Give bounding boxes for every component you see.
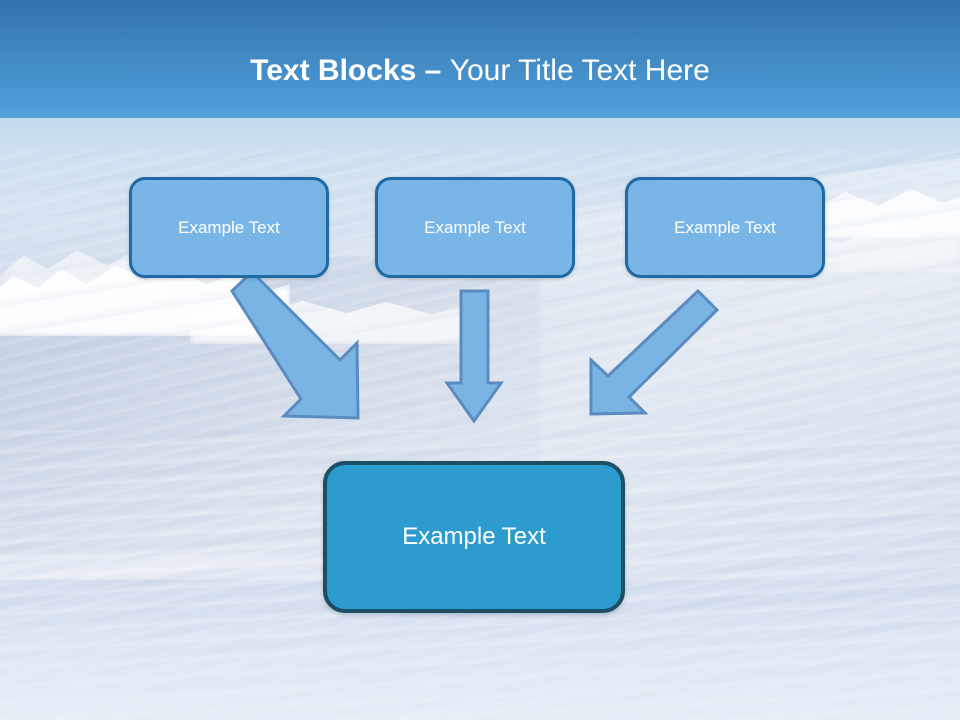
slide-title-separator: – <box>424 54 450 87</box>
text-block-1[interactable]: Example Text <box>129 177 329 278</box>
slide-title: Text Blocks – Your Title Text Here <box>0 52 960 90</box>
slide-title-regular: Your Title Text Here <box>449 54 710 87</box>
text-block-2[interactable]: Example Text <box>375 177 575 278</box>
slide-title-bold: Text Blocks <box>250 54 425 87</box>
water-haze-bottom <box>0 600 960 720</box>
result-text-block[interactable]: Example Text <box>323 461 625 613</box>
text-block-3-label: Example Text <box>674 217 776 237</box>
text-block-1-label: Example Text <box>178 217 280 237</box>
text-block-2-label: Example Text <box>424 217 526 237</box>
text-block-3[interactable]: Example Text <box>625 177 825 278</box>
result-text-block-label: Example Text <box>402 523 546 550</box>
